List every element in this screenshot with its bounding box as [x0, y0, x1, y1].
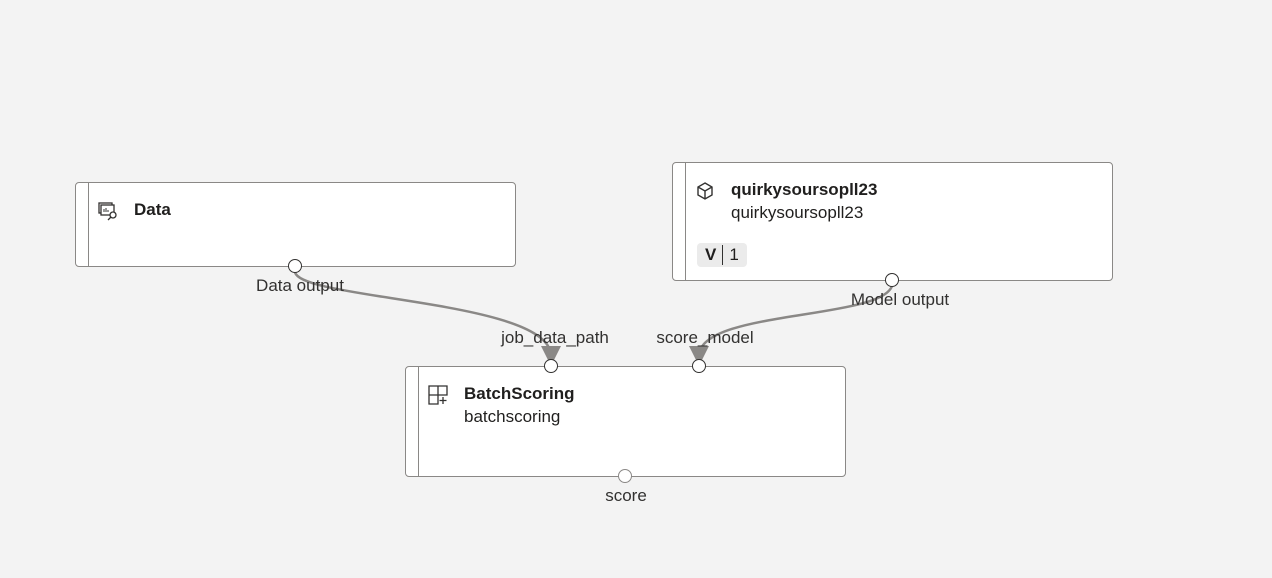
data-output-port[interactable] — [288, 259, 302, 273]
version-label: V — [705, 245, 724, 265]
node-stripe — [406, 367, 419, 476]
node-title: quirkysoursopll23 — [731, 180, 878, 199]
score-output-port[interactable] — [618, 469, 632, 483]
job-data-path-port[interactable] — [544, 359, 558, 373]
data-output-label: Data output — [256, 276, 344, 295]
data-node[interactable]: Data — [75, 182, 516, 267]
node-subtitle: quirkysoursopll23 — [731, 203, 864, 222]
node-stripe — [673, 163, 686, 280]
model-output-port[interactable] — [885, 273, 899, 287]
score-model-port[interactable] — [692, 359, 706, 373]
score-model-label: score_model — [656, 328, 754, 347]
model-output-label: Model output — [850, 290, 950, 309]
component-grid-icon — [428, 385, 448, 405]
version-number: 1 — [729, 245, 739, 264]
node-subtitle: batchscoring — [464, 407, 561, 426]
score-label: score — [605, 486, 647, 505]
batchscoring-node[interactable]: BatchScoring batchscoring — [405, 366, 846, 477]
edge-data-to-job-data-path[interactable] — [293, 271, 561, 366]
job-data-path-label: job_data_path — [501, 328, 609, 347]
edge-model-to-score-model[interactable] — [689, 285, 894, 366]
node-stripe — [76, 183, 89, 266]
node-title: BatchScoring — [464, 384, 575, 403]
node-title: Data — [134, 200, 171, 219]
dataset-icon — [98, 202, 117, 221]
cube-icon — [697, 182, 713, 200]
